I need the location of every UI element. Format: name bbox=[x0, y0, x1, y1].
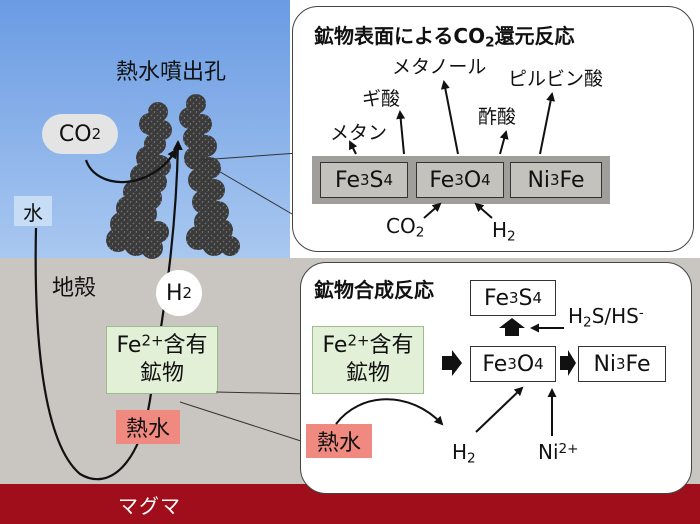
product-acetic-acid: 酢酸 bbox=[478, 106, 517, 128]
h2s-post: S/HS bbox=[591, 304, 639, 328]
magma-label: マグマ bbox=[118, 493, 181, 518]
panel-co2-reduction bbox=[292, 6, 694, 252]
arrow-co2-in bbox=[423, 202, 442, 219]
h2b-sub: 2 bbox=[467, 450, 476, 467]
m2-el1: Ni bbox=[527, 167, 551, 193]
m1-el1: Fe bbox=[429, 167, 455, 193]
crust-label: 地殻 bbox=[52, 276, 97, 301]
water-label-box: 水 bbox=[14, 196, 52, 226]
panel-top-title: 鉱物表面によるCO2還元反応 bbox=[314, 20, 575, 49]
h2s-pre: H bbox=[568, 304, 584, 328]
arrow-h2-in bbox=[474, 202, 493, 219]
fe-r-post: 含有 bbox=[369, 333, 414, 358]
ni-sup: 2+ bbox=[558, 440, 579, 457]
fe-r-sup: 2+ bbox=[347, 331, 370, 350]
input-h2: H2 bbox=[492, 218, 516, 245]
input-co2-sub: 2 bbox=[415, 224, 425, 241]
b-ni3fe-el1: Ni bbox=[593, 351, 617, 377]
input-co2: CO2 bbox=[386, 214, 425, 241]
chimney-left bbox=[106, 102, 172, 259]
b-fe3o4-el2: O bbox=[516, 351, 535, 377]
co2-arrow bbox=[84, 148, 178, 184]
label-h2-bottom: H2 bbox=[452, 440, 476, 467]
zoom-line-bottom-2 bbox=[179, 401, 305, 443]
m0-el1: Fe bbox=[335, 167, 360, 193]
fe-r-pre: Fe bbox=[322, 333, 348, 358]
hot-water-box-right: 熱水 bbox=[306, 424, 372, 458]
arrow-pyruvic bbox=[539, 92, 556, 155]
fe-line2: 鉱物 bbox=[139, 361, 184, 386]
h2s-sup: - bbox=[638, 304, 644, 321]
b-fe3s4-el2: S bbox=[518, 285, 533, 311]
co2-main: CO bbox=[58, 121, 92, 147]
fe-pre: Fe bbox=[116, 333, 142, 358]
label-h2s: H2S/HS- bbox=[568, 304, 644, 331]
vent-illustration bbox=[34, 94, 300, 481]
h2-main: H bbox=[165, 280, 183, 306]
product-pyruvic-acid: ピルビン酸 bbox=[508, 68, 604, 90]
b-fe3s4-el1: Fe bbox=[484, 285, 509, 311]
arrow-methane bbox=[349, 140, 358, 155]
label-ni: Ni2+ bbox=[538, 440, 579, 464]
arrow-formic bbox=[396, 110, 406, 155]
input-h2-main: H bbox=[492, 218, 508, 242]
block-arrow-fe3o4-to-ni3fe bbox=[560, 350, 576, 376]
arrow-acetic bbox=[499, 130, 509, 155]
chimney-right bbox=[179, 94, 240, 256]
fe-mineral-box-right: Fe2+含有 鉱物 bbox=[312, 326, 424, 394]
input-h2-sub: 2 bbox=[507, 228, 516, 245]
zoom-line-top-2 bbox=[209, 165, 293, 215]
block-arrow-fe3o4-to-fe3s4 bbox=[499, 318, 525, 336]
water-label: 水 bbox=[23, 200, 43, 225]
ni-main: Ni bbox=[538, 440, 559, 464]
block-arrow-fe-to-fe3o4 bbox=[442, 350, 462, 376]
b-ni3fe-el2: Fe bbox=[625, 351, 651, 377]
hot-water-label-right: 熱水 bbox=[316, 431, 361, 456]
panel-top-title-main: 鉱物表面によるCO bbox=[314, 24, 486, 48]
panel-top-title-sub: 2 bbox=[485, 34, 495, 51]
panel-bottom-title: 鉱物合成反応 bbox=[314, 278, 434, 302]
h2s-sub: 2 bbox=[583, 314, 592, 331]
zoom-line-bottom-1 bbox=[215, 391, 311, 395]
arrow-hotwater-to-h2 bbox=[335, 398, 444, 426]
product-methanol: メタノール bbox=[392, 56, 487, 78]
b-fe3o4-el1: Fe bbox=[482, 351, 508, 377]
vent-label: 熱水噴出孔 bbox=[116, 60, 227, 85]
m1-el2: O bbox=[463, 167, 482, 193]
m0-el2: S bbox=[369, 167, 384, 193]
input-co2-main: CO bbox=[386, 214, 416, 238]
fe-r-line2: 鉱物 bbox=[345, 361, 390, 386]
hot-water-label-left: 熱水 bbox=[125, 417, 170, 442]
m2-el2: Fe bbox=[559, 167, 585, 193]
fe-mineral-box-left: Fe2+含有 鉱物 bbox=[106, 326, 218, 394]
hot-water-box-left: 熱水 bbox=[116, 410, 180, 444]
panel-top-title-post: 還元反応 bbox=[494, 24, 575, 48]
h2b-main: H bbox=[452, 440, 468, 464]
arrow-h2-to-fe3o4 bbox=[475, 386, 524, 433]
fe-sup: 2+ bbox=[141, 331, 164, 350]
arrow-methanol bbox=[440, 80, 459, 155]
fe-post: 含有 bbox=[163, 333, 208, 358]
product-methane: メタン bbox=[330, 122, 388, 144]
product-formic-acid: ギ酸 bbox=[362, 88, 401, 110]
